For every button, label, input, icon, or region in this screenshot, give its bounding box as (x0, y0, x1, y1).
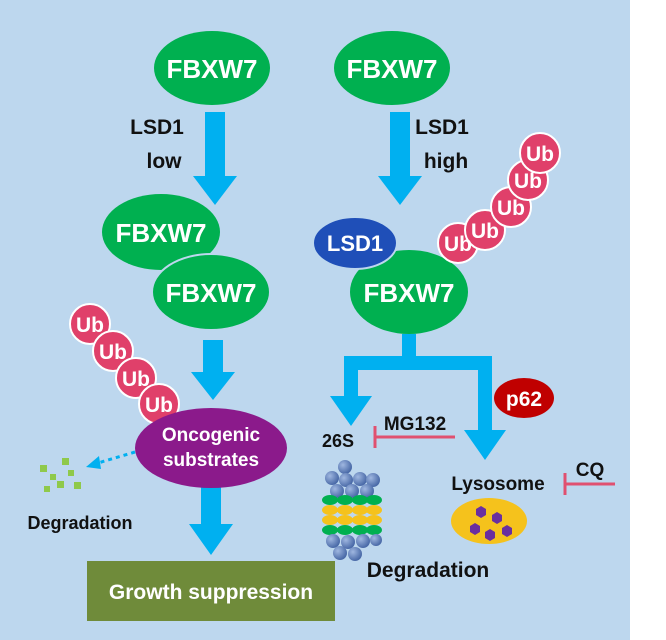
left-dimer-node-a (102, 194, 220, 270)
left-condition-line1: LSD1 (130, 116, 184, 139)
cq-label: CQ (576, 460, 605, 481)
ub-label: Ub (497, 197, 525, 220)
substrates-label-line2: substrates (163, 450, 259, 471)
ub-label: Ub (99, 341, 127, 364)
left-arrow-2 (191, 340, 235, 400)
p62-label: p62 (506, 388, 542, 411)
ub-bead (92, 330, 134, 372)
growth-suppression-label: Growth suppression (109, 581, 313, 604)
cq-inhibition-bar (563, 473, 615, 495)
left-degradation-arrow (86, 450, 136, 469)
left-degradation-label: Degradation (27, 513, 132, 533)
ub-label: Ub (514, 170, 542, 193)
proteasome-icon (322, 460, 382, 561)
lysosome-label: Lysosome (451, 474, 544, 495)
left-arrow-1 (193, 112, 237, 205)
right-degradation-label: Degradation (367, 559, 490, 582)
left-fbxw7-label: FBXW7 (167, 54, 258, 84)
ub-label: Ub (122, 368, 150, 391)
left-condition-line2: low (147, 150, 183, 173)
right-condition-line1: LSD1 (415, 116, 469, 139)
right-condition-line2: high (424, 150, 468, 173)
right-fbxw7-node (334, 31, 450, 105)
left-fbxw7-node (154, 31, 270, 105)
oncogenic-substrates-node (135, 408, 287, 488)
mg132-inhibition-bar (373, 426, 455, 448)
substrates-label-line1: Oncogenic (162, 425, 261, 446)
ub-bead (519, 132, 561, 174)
lsd1-label: LSD1 (327, 231, 383, 256)
ub-label: Ub (471, 220, 499, 243)
right-fbxw7-label: FBXW7 (347, 54, 438, 84)
degraded-fragments-icon (40, 458, 81, 492)
left-dimer-label-a: FBXW7 (116, 218, 207, 248)
right-split-connector (330, 334, 506, 460)
mg132-label: MG132 (384, 414, 446, 435)
ub-label: Ub (526, 143, 554, 166)
p62-node (494, 378, 554, 418)
left-dimer-node-b (151, 253, 271, 331)
right-ub-chain: Ub Ub Ub Ub Ub (437, 132, 561, 264)
lysosome-icon (451, 498, 527, 544)
left-dimer-label-b: FBXW7 (166, 278, 257, 308)
left-arrow-3 (189, 487, 233, 555)
ub-bead (69, 303, 111, 345)
right-arrow-1 (378, 112, 422, 205)
growth-suppression-box (87, 561, 335, 621)
ub-label: Ub (444, 233, 472, 256)
right-bound-fbxw7-label: FBXW7 (364, 278, 455, 308)
lsd1-node (312, 216, 398, 270)
proteasome-26s-label: 26S (322, 431, 354, 451)
right-bound-fbxw7-node (350, 250, 468, 334)
ub-label: Ub (76, 314, 104, 337)
ub-label: Ub (145, 394, 173, 417)
left-ub-chain: Ub Ub Ub Ub (69, 303, 180, 425)
